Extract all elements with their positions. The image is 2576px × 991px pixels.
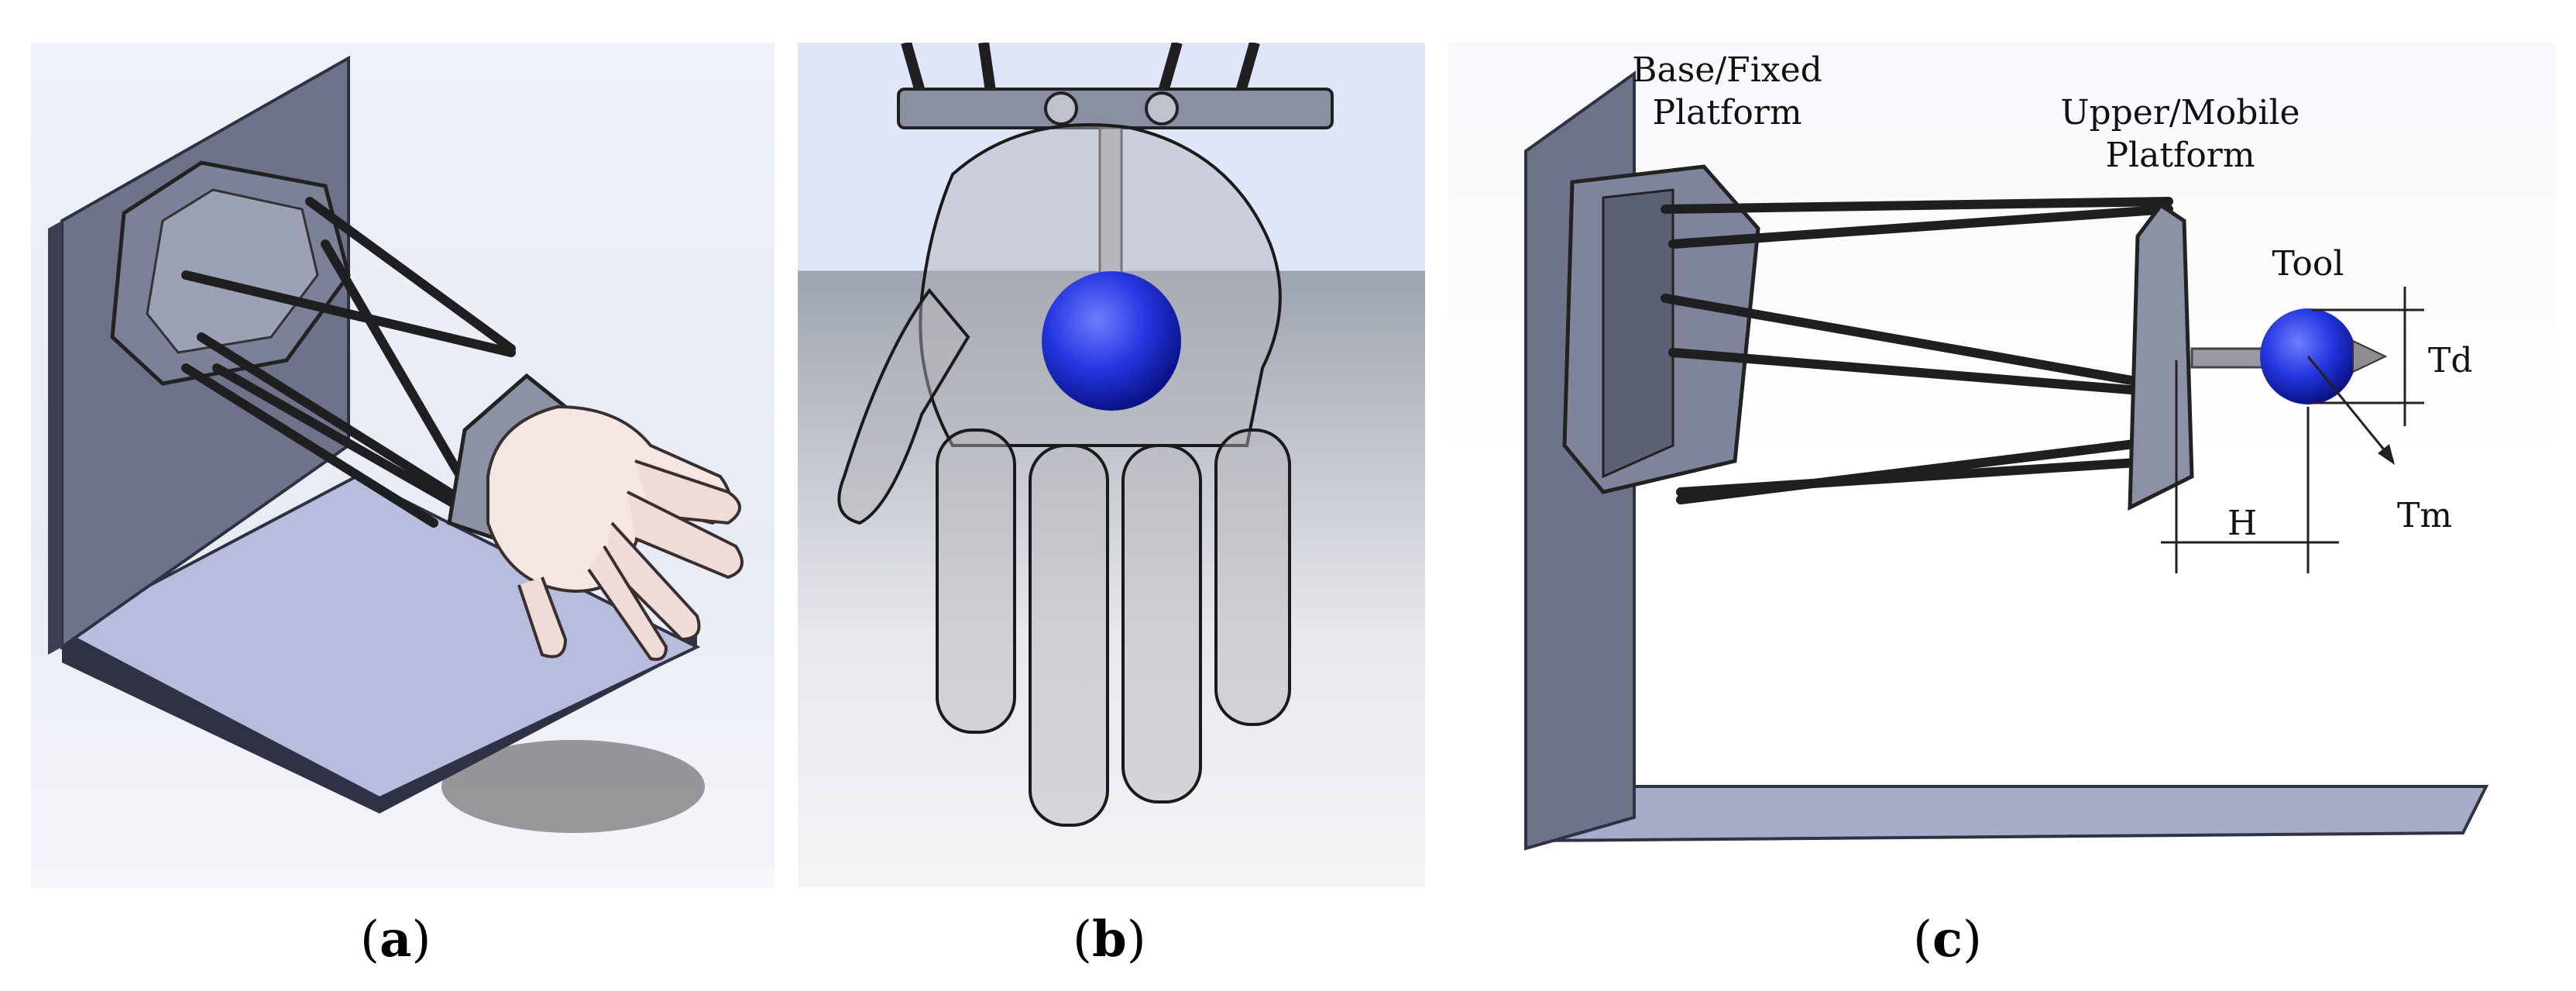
label-base-line1: Base/Fixed [1632, 50, 1822, 90]
label-upper-line1: Upper/Mobile [2060, 93, 2300, 132]
joint-right [1145, 91, 1179, 126]
tool-sphere [1042, 271, 1181, 411]
caption-a: (a) [360, 910, 431, 969]
parallel-rods [181, 197, 516, 528]
dimension-lines [2161, 287, 2424, 573]
caption-c-letter: c [1932, 910, 1963, 969]
robot-hand-render-a [48, 55, 744, 833]
label-base-line2: Platform [1652, 93, 1801, 132]
caption-c: (c) [1913, 910, 1982, 969]
base-plate [58, 474, 701, 800]
base-plate-edge [62, 631, 697, 814]
panel-c: Base/Fixed Platform Upper/Mobile Platfor… [1448, 43, 2556, 887]
panel-a [31, 43, 775, 887]
panel-b [798, 43, 1425, 887]
tm-arrowhead [2378, 444, 2395, 465]
fixed-platform-side [1602, 188, 1674, 479]
robotic-hand [486, 404, 744, 661]
fixed-platform-face [146, 188, 319, 354]
label-td: Td [2428, 341, 2473, 380]
label-h: H [2227, 504, 2257, 543]
parallel-rods [1661, 197, 2173, 504]
label-tm: Tm [2397, 496, 2452, 535]
wall-plate-edge [48, 221, 62, 655]
mobile-platform [2128, 202, 2194, 511]
label-upper-line2: Platform [2105, 136, 2255, 175]
mechanism-diagram-c: Base/Fixed Platform Upper/Mobile Platfor… [1524, 50, 2489, 851]
joint-left [1044, 91, 1078, 126]
floor-shadow [441, 740, 705, 833]
base-plate [1531, 785, 2489, 843]
mobile-platform-bar [897, 88, 1334, 129]
caption-a-letter: a [379, 910, 412, 969]
hand-closeup-render-b [837, 43, 1334, 827]
hand-wireframe [837, 123, 1291, 827]
label-tool: Tool [2272, 244, 2344, 284]
caption-b-letter: b [1091, 910, 1127, 969]
caption-b: (b) [1073, 910, 1146, 969]
tool-tip [2352, 339, 2388, 373]
